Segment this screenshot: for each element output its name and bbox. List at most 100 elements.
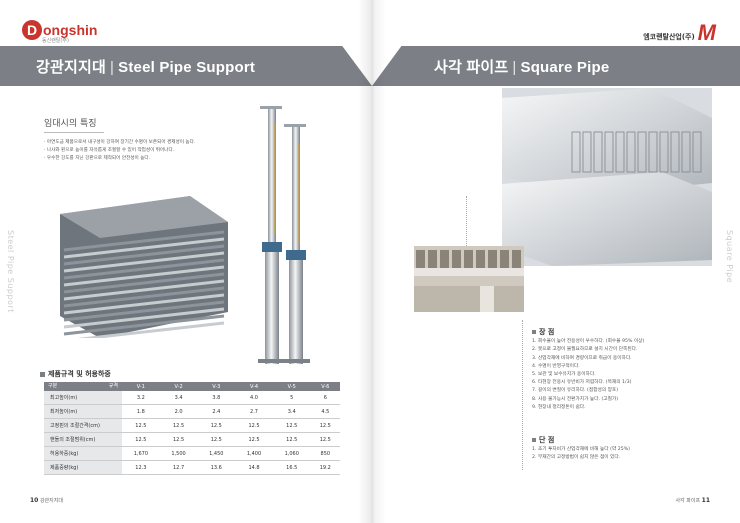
pipe-end-texture bbox=[692, 131, 702, 173]
pipe-end-texture bbox=[604, 131, 614, 173]
page-number: 11 bbox=[701, 497, 710, 504]
list-item: 7. 길이의 변질이 유리하다. (접합성의 양호) bbox=[532, 388, 619, 394]
emko-logo: 엠코랜탈산업(주) M bbox=[643, 22, 716, 44]
pipe-end-texture bbox=[670, 131, 680, 173]
pipe-texture bbox=[63, 293, 225, 315]
cons-section: 단 점 1. 초기 투자비가 산업각재에 비해 높다 (약 25%) 2. 부재… bbox=[532, 436, 630, 463]
table-cell: 850 bbox=[310, 446, 340, 461]
pros-list: 1. 회수율이 높아 전용성이 우수하다. (회수율 95% 이상) 2. 못으… bbox=[532, 338, 644, 412]
page-footer-right: 사각 파이프 11 bbox=[675, 497, 710, 504]
table-cell: 1,400 bbox=[235, 446, 273, 461]
row-label: 제품중량(kg) bbox=[44, 460, 122, 475]
list-item: 6. 타현장 전용시 유반비가 저렴하다. (목재의 1/3) bbox=[532, 380, 632, 386]
header-band bbox=[372, 46, 740, 86]
table-cell: 19.2 bbox=[310, 460, 340, 475]
table-cell: 12.5 bbox=[197, 418, 236, 433]
pipe-texture bbox=[63, 279, 225, 301]
table-cell: 12.5 bbox=[310, 432, 340, 447]
bullet-square-icon bbox=[532, 330, 536, 334]
table-cell: 2.7 bbox=[235, 404, 273, 419]
pipe-texture bbox=[63, 251, 225, 273]
pipe-end-texture bbox=[464, 250, 473, 268]
list-item: 3. 산업각재에 비하여 경량이므로 취급이 용이하다. bbox=[532, 355, 632, 361]
left-page: D ongshin 동신랜탈(주) 강관지지대|Steel Pipe Suppo… bbox=[0, 20, 372, 504]
cons-title-text: 단 점 bbox=[539, 436, 555, 444]
pipe-texture bbox=[63, 258, 225, 280]
title-en: Steel Pipe Support bbox=[118, 59, 256, 76]
spec-title-text: 제품규격 및 허용하중 bbox=[48, 370, 111, 378]
table-cell: 13.6 bbox=[197, 460, 236, 475]
features-section: 임대시의 특징 · 아연도금 제품으로서 내구성이 강하여 장기간 수명이 보존… bbox=[44, 116, 344, 163]
pipe-texture bbox=[63, 265, 225, 287]
table-cell: 4.5 bbox=[310, 404, 340, 419]
table-cell: 3.4 bbox=[272, 404, 311, 419]
side-label: Steel Pipe Support bbox=[6, 230, 15, 313]
footer-label: 강관지지대 bbox=[39, 498, 63, 504]
pipe-end-texture bbox=[440, 250, 449, 268]
table-cell: 12.5 bbox=[235, 418, 273, 433]
list-item: 1. 회수율이 높아 전용성이 우수하다. (회수율 95% 이상) bbox=[532, 339, 645, 345]
pipe-end-texture bbox=[416, 250, 425, 268]
table-cell: 16.5 bbox=[272, 460, 311, 475]
logo-text: ongshin bbox=[43, 22, 98, 38]
feature-item: · 아연도금 제품으로서 내구성이 강하여 장기간 수명이 보존되어 경제성이 … bbox=[44, 140, 196, 145]
square-pipe-detail-image bbox=[414, 246, 524, 312]
row-label: 최고높이(m) bbox=[44, 391, 122, 405]
table-cell: 12.5 bbox=[122, 418, 160, 433]
table-cell: 12.5 bbox=[159, 432, 198, 447]
bullet-square-icon bbox=[532, 438, 536, 442]
table-cell: 6 bbox=[310, 391, 340, 405]
feature-item: · 우수한 강도를 지닌 강판으로 제작되어 안전성이 높다. bbox=[44, 156, 151, 161]
table-cell: 12.3 bbox=[122, 460, 160, 475]
column-header: V-1 bbox=[122, 382, 160, 391]
table-cell: 3.2 bbox=[122, 391, 160, 405]
pipe-end-texture bbox=[659, 131, 669, 173]
pipe-end-texture bbox=[512, 250, 521, 268]
table-cell: 1,060 bbox=[272, 446, 311, 461]
features-title: 임대시의 특징 bbox=[44, 116, 104, 133]
table-cell: 3.8 bbox=[197, 391, 236, 405]
pros-title: 장 점 bbox=[532, 328, 644, 336]
page-title: 강관지지대|Steel Pipe Support bbox=[36, 56, 255, 77]
title-en: Square Pipe bbox=[520, 59, 610, 76]
table-cell: 1,500 bbox=[159, 446, 198, 461]
pipe-end-texture bbox=[582, 131, 592, 173]
bullet-square-icon bbox=[40, 371, 45, 377]
pipe-end-texture bbox=[452, 250, 461, 268]
page-footer-left: 10 강관지지대 bbox=[30, 497, 63, 504]
table-cell: 1.8 bbox=[122, 404, 160, 419]
corner-label-b: 규격 bbox=[108, 383, 118, 389]
pipe-texture bbox=[63, 230, 225, 252]
pipe-texture bbox=[63, 272, 225, 294]
dotted-connector bbox=[466, 196, 467, 246]
pipe-end-texture bbox=[593, 131, 603, 173]
pros-title-text: 장 점 bbox=[539, 328, 555, 336]
row-label: 고정핀의 조절간격(cm) bbox=[44, 418, 122, 433]
pipe-end-texture bbox=[637, 131, 647, 173]
title-separator: | bbox=[512, 59, 517, 76]
page-title: 사각 파이프|Square Pipe bbox=[434, 56, 609, 77]
title-separator: | bbox=[110, 59, 115, 76]
pipe-end-texture bbox=[681, 131, 691, 173]
logo-mark: D bbox=[22, 20, 42, 40]
features-list: · 아연도금 제품으로서 내구성이 강하여 장기간 수명이 보존되어 경제성이 … bbox=[44, 139, 344, 163]
table-cell: 1,670 bbox=[122, 446, 160, 461]
footer-label: 사각 파이프 bbox=[675, 498, 701, 504]
pipe-texture bbox=[63, 237, 225, 259]
pipe-end-texture bbox=[571, 131, 581, 173]
header-band bbox=[0, 46, 372, 86]
table-cell: 12.5 bbox=[310, 418, 340, 433]
square-pipe-stack-image bbox=[502, 88, 712, 266]
table-cell: 5 bbox=[272, 391, 311, 405]
table-cell: 3.4 bbox=[159, 391, 198, 405]
table-cell: 12.5 bbox=[235, 432, 273, 447]
steel-pipe-pile-image bbox=[60, 196, 228, 338]
pipe-texture bbox=[63, 286, 225, 308]
dotted-connector bbox=[522, 320, 523, 470]
title-ko: 강관지지대 bbox=[36, 59, 107, 76]
